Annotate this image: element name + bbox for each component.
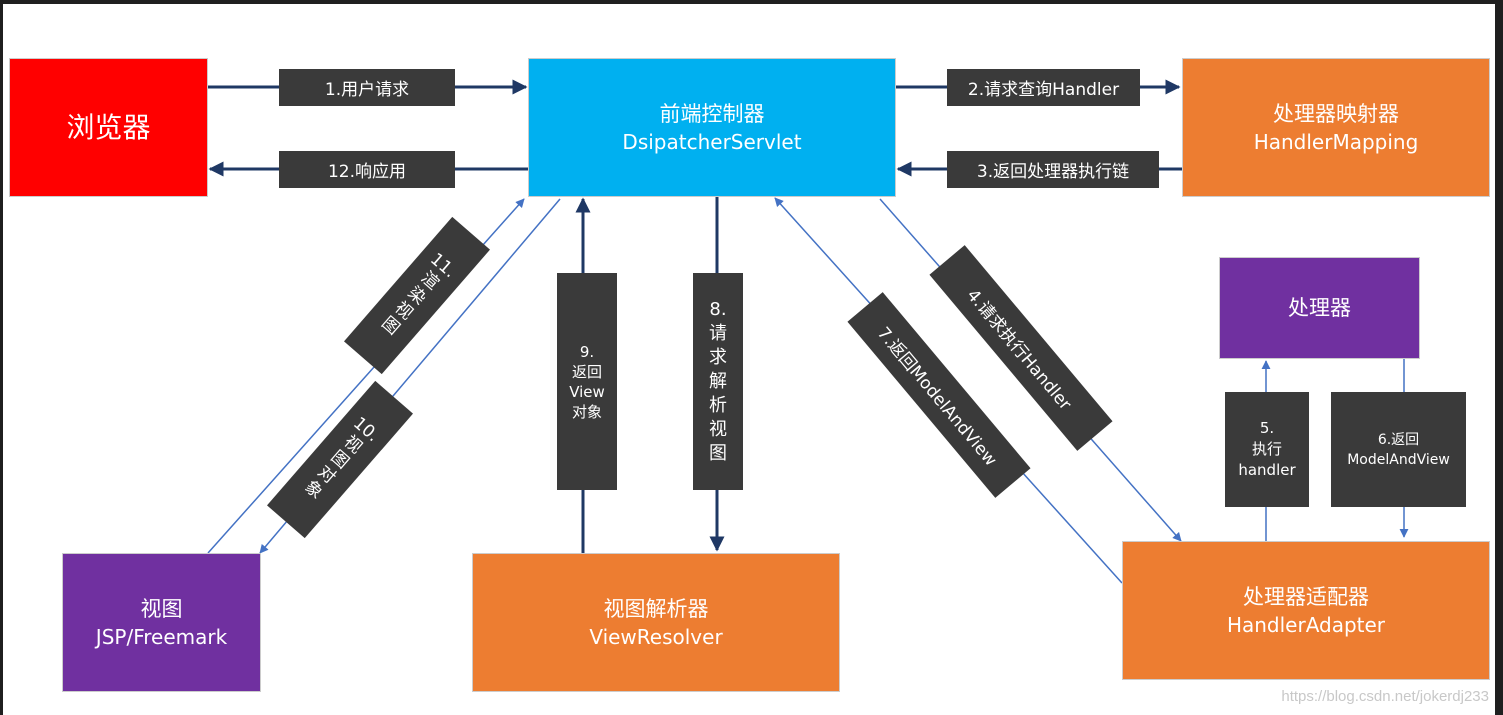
handler-box: 处理器 <box>1219 257 1420 359</box>
window-frame-left <box>0 0 3 715</box>
dispatcher-sublabel: DsipatcherServlet <box>622 129 802 154</box>
handler-mapping-sublabel: HandlerMapping <box>1253 129 1419 154</box>
handler-adapter-sublabel: HandlerAdapter <box>1226 612 1386 637</box>
step-5-number: 5. <box>1259 419 1275 437</box>
step-5-line1: 执行 <box>1251 440 1282 458</box>
handler-mapping-label: 处理器映射器 <box>1273 101 1399 126</box>
view-sublabel: JSP/Freemark <box>95 624 228 649</box>
step-8-label: 8. 请 求 解 析 视 图 <box>693 273 743 490</box>
dispatcher-label: 前端控制器 <box>659 101 765 126</box>
view-label: 视图 <box>140 596 183 621</box>
handler-adapter-label: 处理器适配器 <box>1243 584 1369 609</box>
step-9-label: 9. 返回 View 对象 <box>557 273 617 490</box>
view-box: 视图 JSP/Freemark <box>62 553 261 692</box>
view-resolver-label: 视图解析器 <box>603 596 709 621</box>
step-8-number: 8. <box>709 298 727 320</box>
step-6-label: 6.返回 ModelAndView <box>1331 392 1466 507</box>
view-resolver-sublabel: ViewResolver <box>589 624 723 649</box>
step-8-char: 解 <box>709 370 727 392</box>
step-5-line2: handler <box>1238 461 1296 479</box>
step-9-line2: View <box>569 382 605 401</box>
browser-label: 浏览器 <box>66 110 151 144</box>
dispatcher-servlet-box: 前端控制器 DsipatcherServlet <box>528 58 896 197</box>
step-8-char: 图 <box>709 442 727 464</box>
handler-adapter-box: 处理器适配器 HandlerAdapter <box>1122 541 1490 680</box>
step-8-char: 析 <box>709 394 727 416</box>
step-8-char: 视 <box>709 418 727 440</box>
step-1-label: 1.用户请求 <box>279 69 455 106</box>
step-8-char: 求 <box>709 346 727 368</box>
step-6-line2: ModelAndView <box>1347 451 1450 468</box>
step-9-line1: 返回 <box>571 362 602 381</box>
step-12-label: 12.响应用 <box>279 151 455 188</box>
step-8-char: 请 <box>709 322 727 344</box>
browser-box: 浏览器 <box>9 58 208 197</box>
handler-mapping-box: 处理器映射器 HandlerMapping <box>1182 58 1490 197</box>
step-2-label: 2.请求查询Handler <box>947 69 1140 106</box>
handler-label: 处理器 <box>1288 296 1351 320</box>
step-9-number: 9. <box>579 342 595 361</box>
step-5-label: 5. 执行 handler <box>1225 392 1309 507</box>
window-frame-top <box>0 0 1503 4</box>
step-3-label: 3.返回处理器执行链 <box>947 151 1159 188</box>
view-resolver-box: 视图解析器 ViewResolver <box>472 553 840 692</box>
watermark: https://blog.csdn.net/jokerdj233 <box>1281 688 1489 705</box>
step-6-line1: 6.返回 <box>1377 431 1420 448</box>
window-frame-right <box>1495 0 1503 715</box>
step-9-line3: 对象 <box>571 402 602 421</box>
